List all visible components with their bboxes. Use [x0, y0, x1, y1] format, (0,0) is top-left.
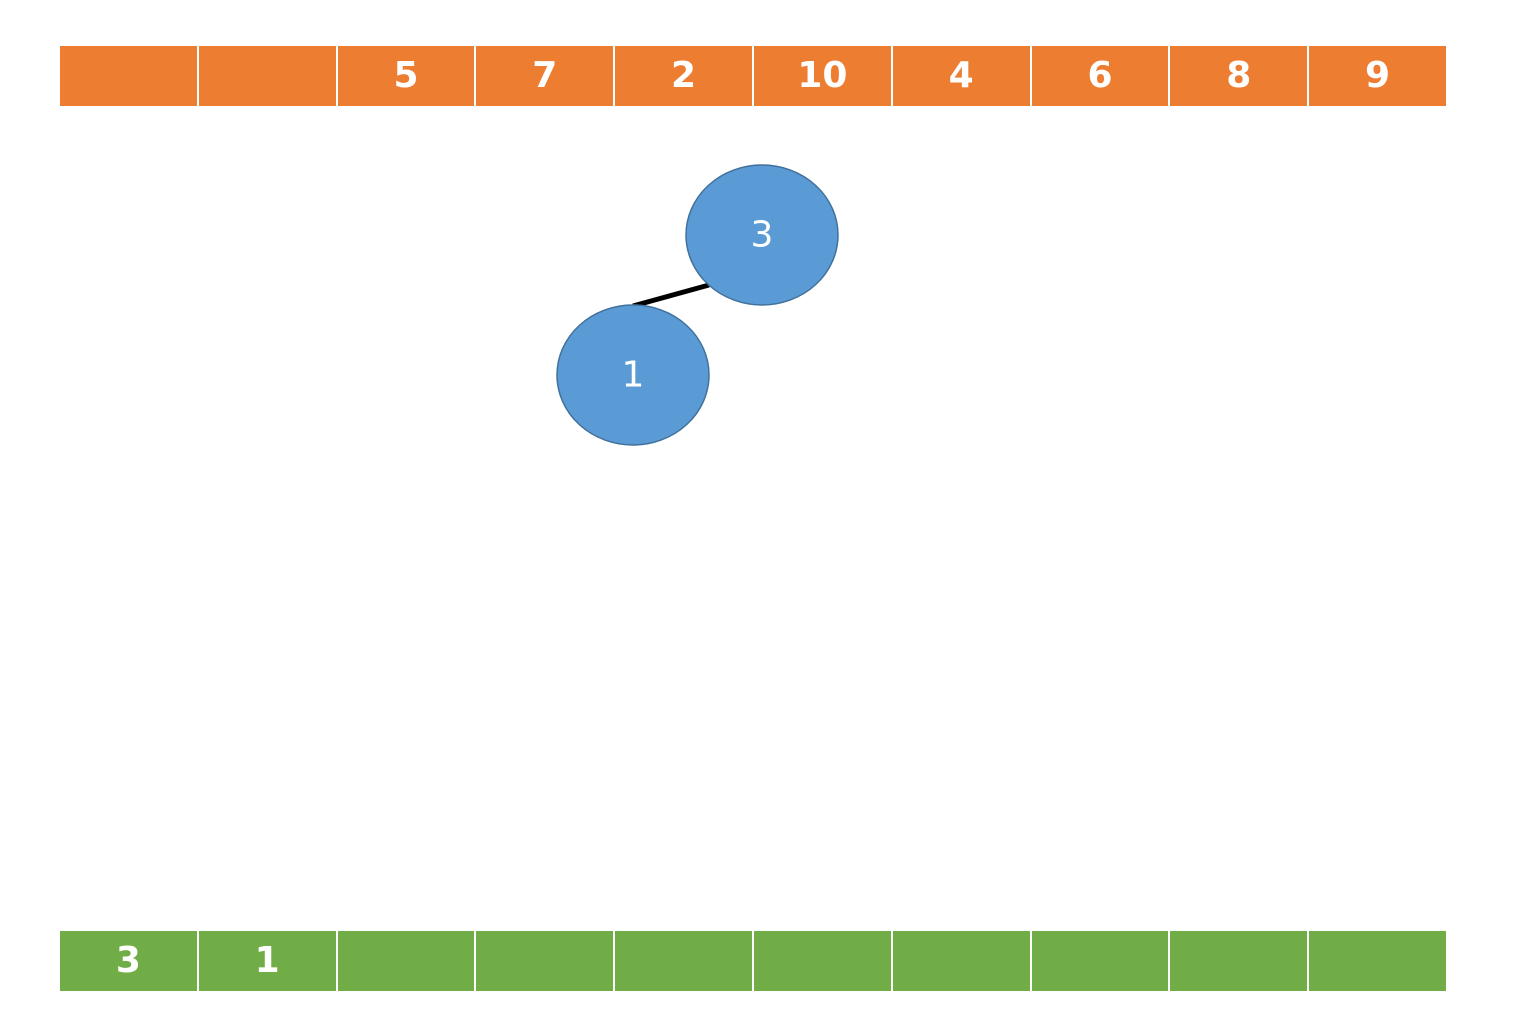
input-array-cell	[196, 46, 336, 106]
tree-edge	[632, 282, 710, 309]
output-array-cell: 3	[60, 931, 197, 991]
input-array-cell: 10	[751, 46, 891, 106]
input-array-cell: 5	[335, 46, 475, 106]
output-array-cell	[335, 931, 475, 991]
input-array: 5 7 2 10 4 6 8 9	[60, 46, 1446, 106]
tree-node-label: 1	[622, 355, 645, 396]
tree-node-root: 3	[685, 164, 839, 306]
output-array-cell	[613, 931, 752, 991]
input-array-cell: 4	[890, 46, 1030, 106]
tree-node-circle	[556, 304, 710, 446]
tree-node-left-child: 1	[556, 304, 710, 446]
input-array-cell: 2	[613, 46, 752, 106]
input-array-cell	[60, 46, 197, 106]
output-array-cell	[1307, 931, 1446, 991]
output-array-cell	[751, 931, 891, 991]
output-array-cell	[890, 931, 1030, 991]
input-array-cell: 6	[1029, 46, 1169, 106]
output-array-cell: 1	[196, 931, 336, 991]
input-array-cell: 9	[1307, 46, 1446, 106]
tree-node-label: 3	[751, 215, 774, 256]
output-array-cell	[1168, 931, 1308, 991]
output-array-cell	[474, 931, 614, 991]
output-array: 3 1	[60, 931, 1446, 991]
tree-node-circle	[685, 164, 839, 306]
output-array-cell	[1029, 931, 1169, 991]
input-array-cell: 8	[1168, 46, 1308, 106]
input-array-cell: 7	[474, 46, 614, 106]
